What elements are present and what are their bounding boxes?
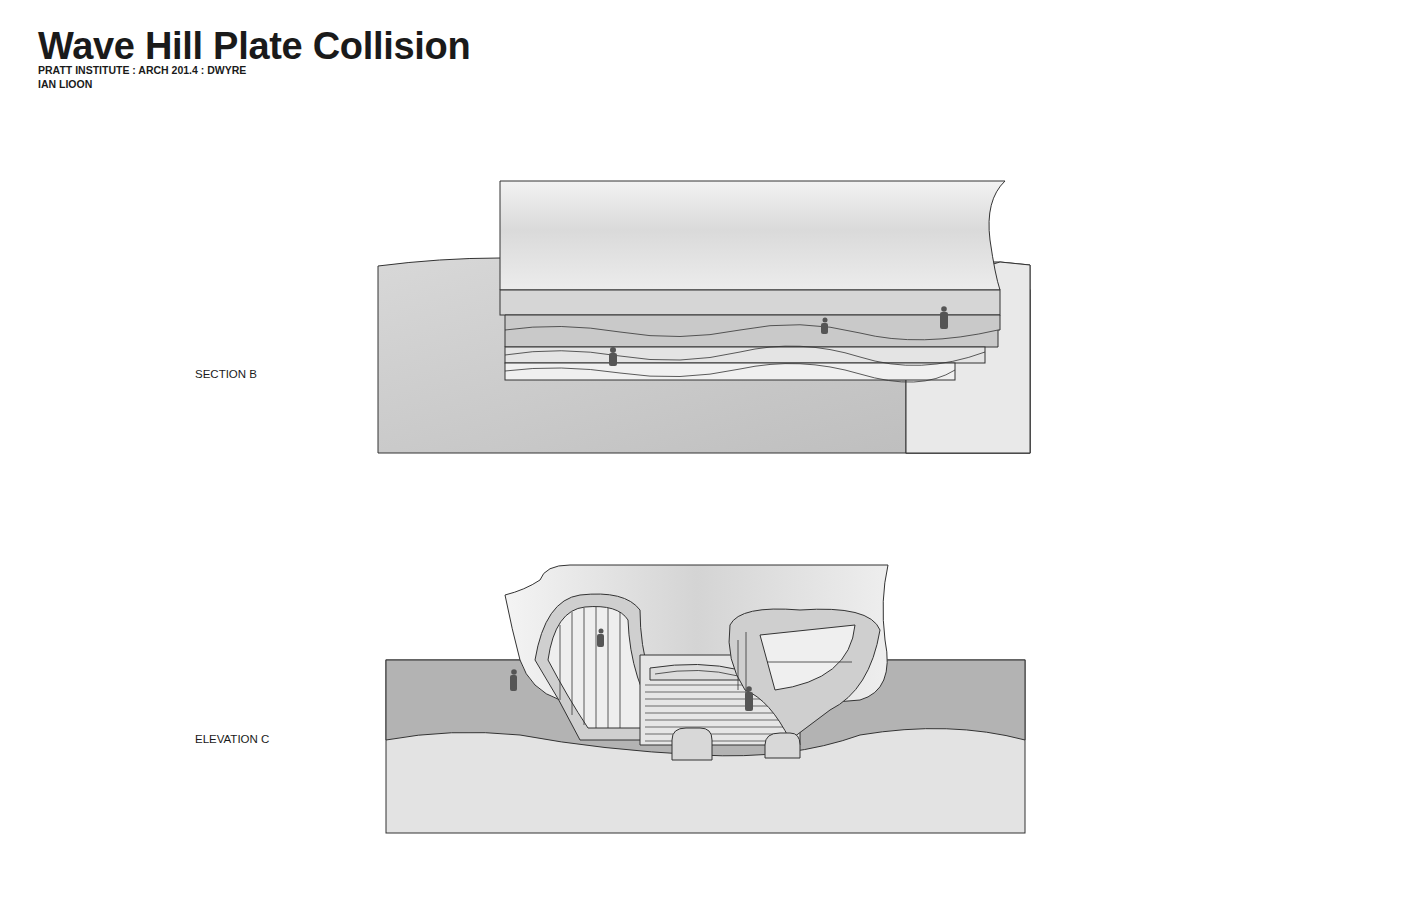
elevation-drawing (386, 565, 1025, 833)
sheet-title: Wave Hill Plate Collision (38, 27, 470, 65)
author-name: IAN LIOON (38, 79, 92, 91)
course-line: PRATT INSTITUTE : ARCH 201.4 : DWYRE (38, 65, 246, 77)
section-drawing (378, 181, 1030, 453)
drawing-label: SECTION B (195, 368, 257, 381)
drawing-label: ELEVATION C (195, 733, 269, 746)
